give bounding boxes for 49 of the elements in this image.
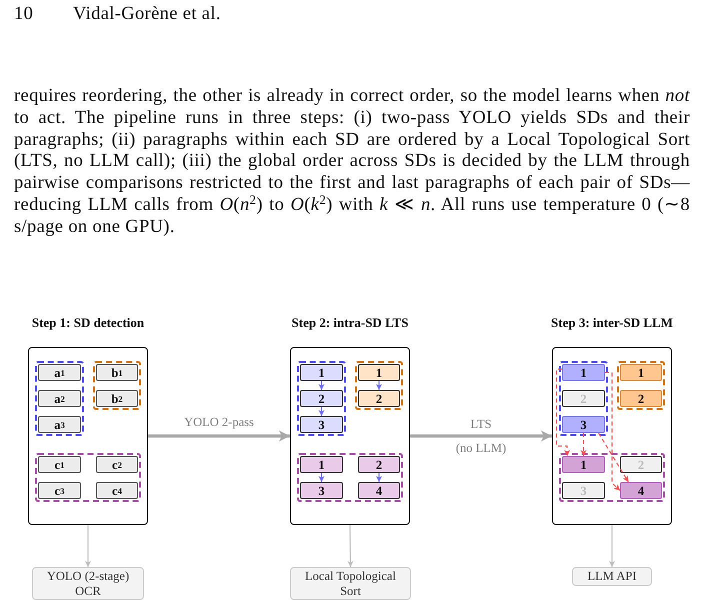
step-heading: Step 1: SD detection xyxy=(32,315,144,330)
paragraph-box: 1 xyxy=(300,364,343,381)
arrow xyxy=(556,368,570,456)
paragraph-box: 2 xyxy=(358,456,400,473)
paragraph-box: 2 xyxy=(620,390,662,407)
paragraph-box: 2 xyxy=(358,390,400,407)
arrow xyxy=(318,381,324,390)
body-paragraph: requires reordering, the other is already in correct order, so the model learns when not to act. The pipeline runs in three steps: (i) two-pass YOLO yields SDs and their paragraphs; (ii) paragraphs within each SD are ordered by a Local Topological Sort (LTS, no LLM call); (iii) the global order across SDs is decided by the LLM through pairwise comparisons restricted to the first and last paragraphs of each pair of SDs—reducing LLM calls from O(n$^{2}$) to O(k$^{2}$) with k ≪ n. All runs use temperature 0 (∼8 s/page on one GPU). xyxy=(14,86,690,239)
dashed-group-outline xyxy=(559,361,608,436)
paragraph-box: 2 xyxy=(300,390,343,407)
arrow xyxy=(347,525,354,567)
arrow xyxy=(318,407,324,416)
paragraph-box: 3 xyxy=(300,416,343,433)
paragraph-box: 4 xyxy=(358,482,400,499)
dashed-group-outline xyxy=(297,361,346,436)
method-box: LLM API xyxy=(572,567,652,586)
edge-label: LTS (no LLM) xyxy=(456,416,506,457)
arrow xyxy=(598,432,629,482)
paragraph-box: 3 xyxy=(562,416,605,433)
method-box: YOLO (2-stage) OCR xyxy=(32,567,144,600)
edge-label: YOLO 2-pass xyxy=(184,414,254,430)
arrow xyxy=(318,473,324,482)
arrow xyxy=(410,430,552,442)
arrow xyxy=(605,372,620,491)
paragraph-box: 3 xyxy=(300,482,343,499)
dashed-group-outline xyxy=(297,453,403,502)
step-heading: Step 3: inter-SD LLM xyxy=(551,315,673,330)
method-box: Local Topological Sort xyxy=(290,567,411,600)
page-number: 10 xyxy=(14,4,34,26)
arrow xyxy=(580,433,586,456)
dashed-group-outline xyxy=(559,453,665,502)
arrow xyxy=(376,473,382,482)
paragraph-box: 1 xyxy=(300,456,343,473)
arrow xyxy=(376,381,382,390)
arrow xyxy=(609,525,615,567)
step-heading: Step 2: intra-SD LTS xyxy=(292,315,408,330)
dashed-group-outline xyxy=(35,361,84,436)
running-header: Vidal-Gorène et al. xyxy=(73,4,221,26)
paragraph-box: 1 xyxy=(562,456,605,473)
dashed-group-outline xyxy=(617,361,665,410)
arrow xyxy=(148,430,290,442)
dashed-group-outline xyxy=(35,453,141,502)
dashed-group-outline xyxy=(355,361,403,410)
paragraph-box: 1 xyxy=(562,364,605,381)
paragraph-box: 1 xyxy=(620,364,662,381)
dashed-group-outline xyxy=(93,361,141,410)
paragraph-box: 1 xyxy=(358,364,400,381)
arrow xyxy=(85,525,91,567)
paragraph-box: 4 xyxy=(620,482,662,499)
